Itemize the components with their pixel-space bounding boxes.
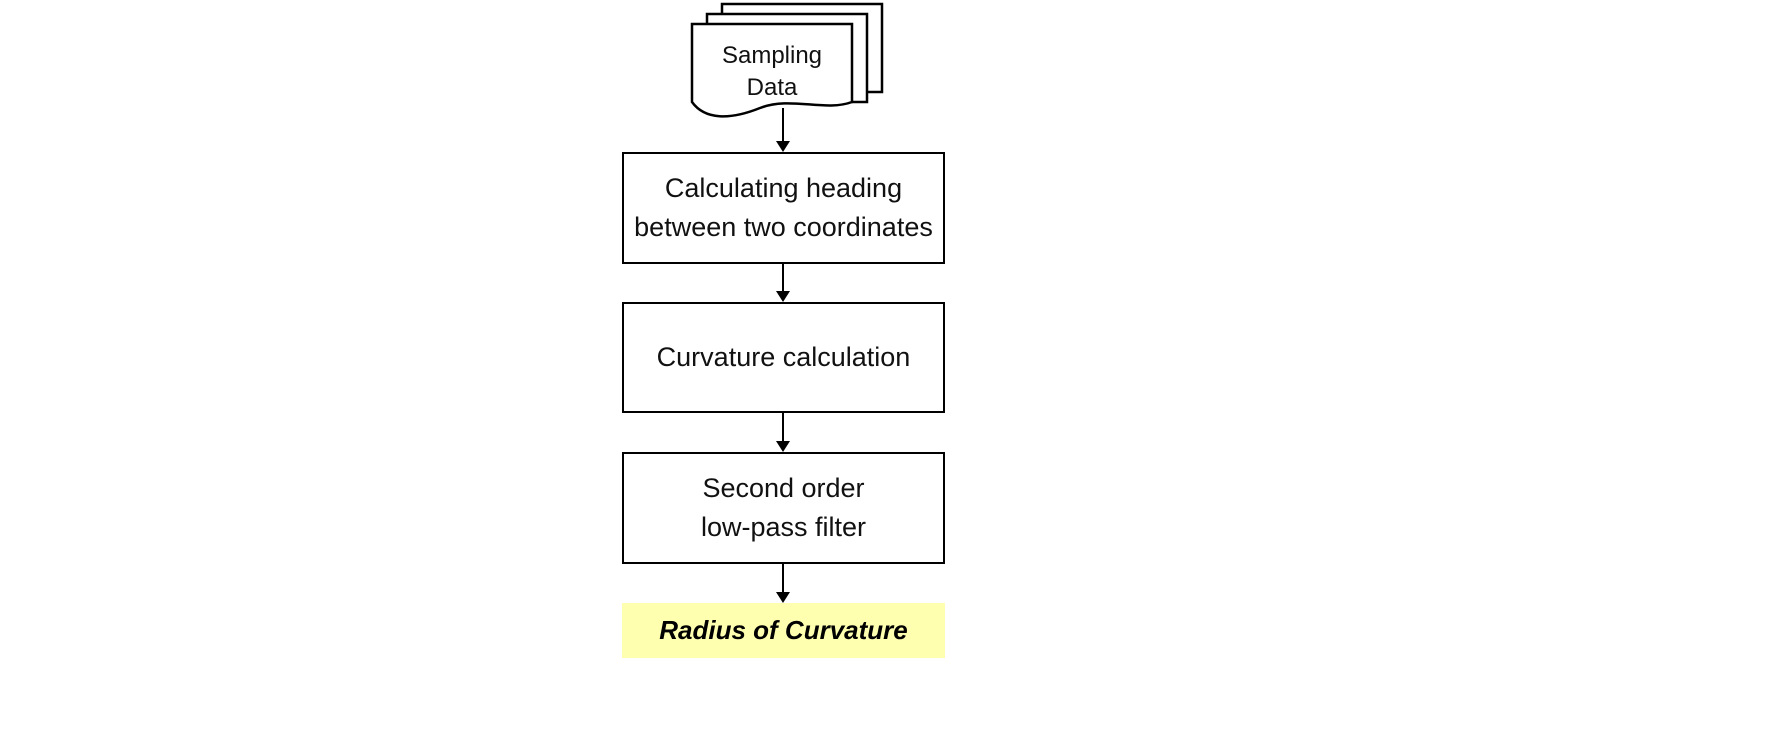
arrow-filter-to-result xyxy=(775,564,791,603)
arrow-head-icon xyxy=(776,291,790,302)
document-stack-icon xyxy=(690,2,884,118)
arrow-curvature-to-filter xyxy=(775,413,791,452)
process-box-heading-calc: Calculating heading between two coordina… xyxy=(622,152,945,264)
result-box-radius-of-curvature: Radius of Curvature xyxy=(622,603,945,658)
arrow-head-icon xyxy=(776,141,790,152)
arrow-line xyxy=(781,108,785,141)
process-box-curvature-calc: Curvature calculation xyxy=(622,302,945,413)
arrow-doc-to-heading xyxy=(775,108,791,152)
arrow-line xyxy=(781,264,785,291)
arrow-line xyxy=(781,564,785,592)
process-box-lowpass-filter: Second order low-pass filter xyxy=(622,452,945,564)
arrow-heading-to-curvature xyxy=(775,264,791,302)
arrow-head-icon xyxy=(776,592,790,603)
arrow-line xyxy=(781,413,785,441)
arrow-head-icon xyxy=(776,441,790,452)
document-label: Sampling Data xyxy=(721,42,823,101)
